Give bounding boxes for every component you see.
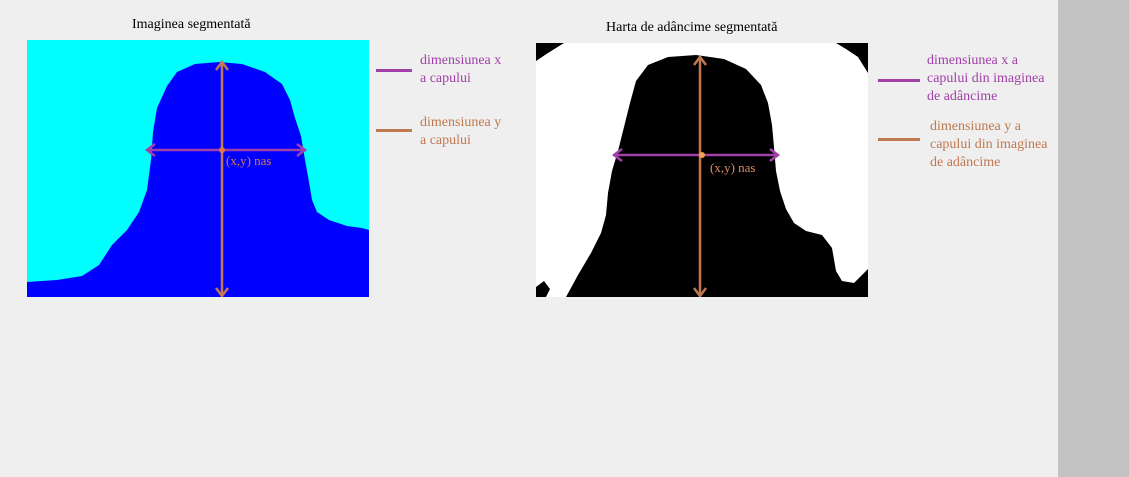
right-legend-y-label-line-3: de adâncime	[930, 155, 1001, 170]
segmented-image-panel: (x,y) nas	[27, 40, 369, 297]
right-y-dimension-arrow	[693, 54, 707, 297]
segmented-image	[27, 59, 369, 297]
depth-map-corner-left	[536, 43, 564, 61]
right-legend-x-line	[878, 79, 920, 82]
left-legend-y-line	[376, 129, 412, 132]
depth-map-image	[536, 43, 868, 297]
left-nose-point	[219, 147, 225, 153]
right-legend-x-label-line-3: de adâncime	[927, 89, 998, 104]
right-panel-title: Harta de adâncime segmentată	[606, 20, 778, 35]
left-legend-x-label-line-1: dimensiunea x	[420, 53, 502, 68]
right-legend-x-label-line-2: capului din imaginea	[927, 71, 1045, 86]
right-legend-x-label: dimensiunea x a capului din imaginea de …	[927, 52, 1044, 106]
left-legend-y-label: dimensiunea y a capului	[420, 114, 501, 150]
right-legend-x-label-line-1: dimensiunea x a	[927, 53, 1018, 68]
right-nose-label: (x,y) nas	[710, 160, 756, 175]
right-legend-y-label-line-2: capului din imaginea	[930, 137, 1048, 152]
right-x-dimension-arrow	[611, 148, 781, 162]
left-nose-label: (x,y) nas	[226, 153, 272, 168]
right-legend-y-line	[878, 138, 920, 141]
depth-map-panel: (x,y) nas	[536, 43, 868, 297]
left-legend-x-label: dimensiunea x a capului	[420, 52, 501, 88]
right-legend-y-label-line-1: dimensiunea y a	[930, 119, 1021, 134]
left-legend-x-label-line-2: a capului	[420, 71, 471, 86]
depth-map-background	[536, 43, 868, 297]
right-nose-point	[699, 152, 705, 158]
side-strip	[1058, 0, 1129, 477]
left-legend-y-label-line-1: dimensiunea y	[420, 115, 502, 130]
left-panel-title: Imaginea segmentată	[132, 17, 251, 32]
segmented-head-silhouette	[27, 62, 369, 297]
depth-map-corner-right	[836, 43, 868, 73]
right-legend-y-label: dimensiunea y a capului din imaginea de …	[930, 118, 1047, 172]
left-x-dimension-arrow	[144, 143, 308, 157]
left-y-dimension-arrow	[215, 59, 229, 297]
left-legend-y-label-line-2: a capului	[420, 133, 471, 148]
depth-map-corner-bottom-left	[536, 281, 550, 297]
left-legend-x-line	[376, 69, 412, 72]
